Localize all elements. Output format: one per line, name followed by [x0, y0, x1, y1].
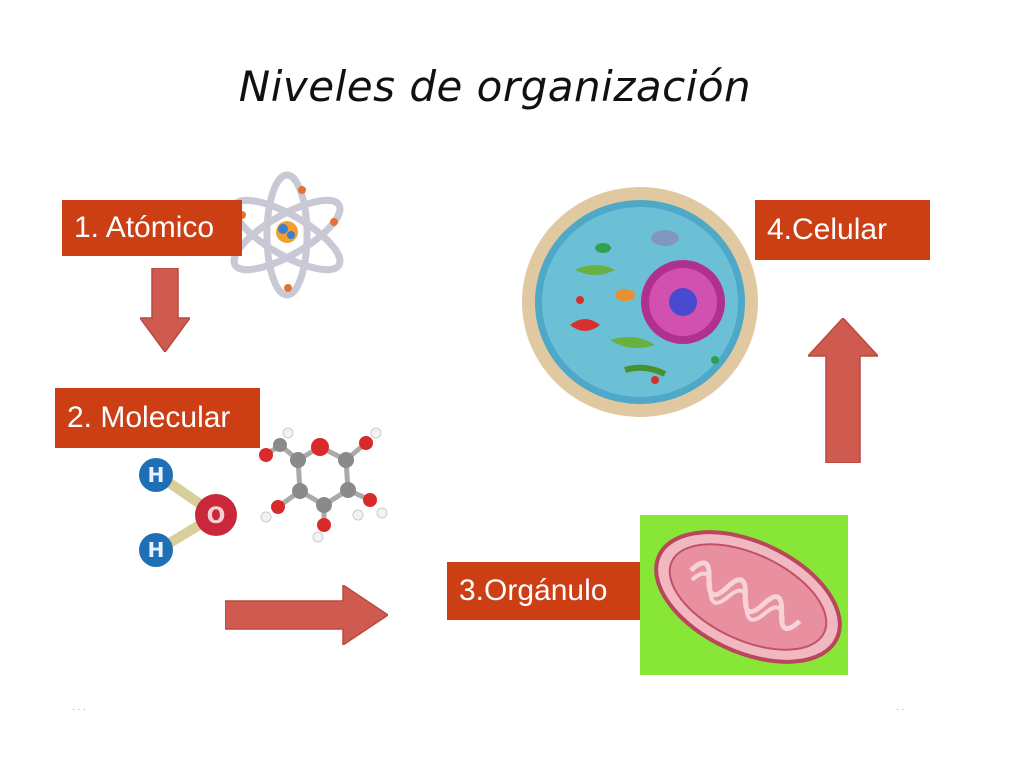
svg-text:H: H	[148, 463, 165, 487]
atom-icon	[230, 171, 344, 299]
level-cellular-label: 4.Celular	[755, 200, 930, 260]
svg-text:O: O	[207, 504, 226, 529]
level-organelle-label: 3.Orgánulo	[447, 562, 640, 620]
slide-title: Niveles de organización	[238, 62, 752, 111]
level-molecular-label: 2. Molecular	[55, 388, 260, 448]
arrow-up-icon	[808, 318, 878, 463]
arrow-right-icon	[225, 585, 388, 645]
water-molecule-icon: H H O	[139, 458, 237, 567]
mitochondrion-icon	[640, 515, 848, 675]
footer-right-text: · ·	[896, 704, 905, 714]
level-atomic-label: 1. Atómico	[62, 200, 242, 256]
footer-left-text: · · ·	[72, 704, 86, 714]
animal-cell-icon	[522, 187, 758, 417]
svg-text:H: H	[148, 538, 165, 562]
arrow-down-icon	[140, 268, 190, 352]
glucose-molecule-icon	[259, 427, 388, 543]
